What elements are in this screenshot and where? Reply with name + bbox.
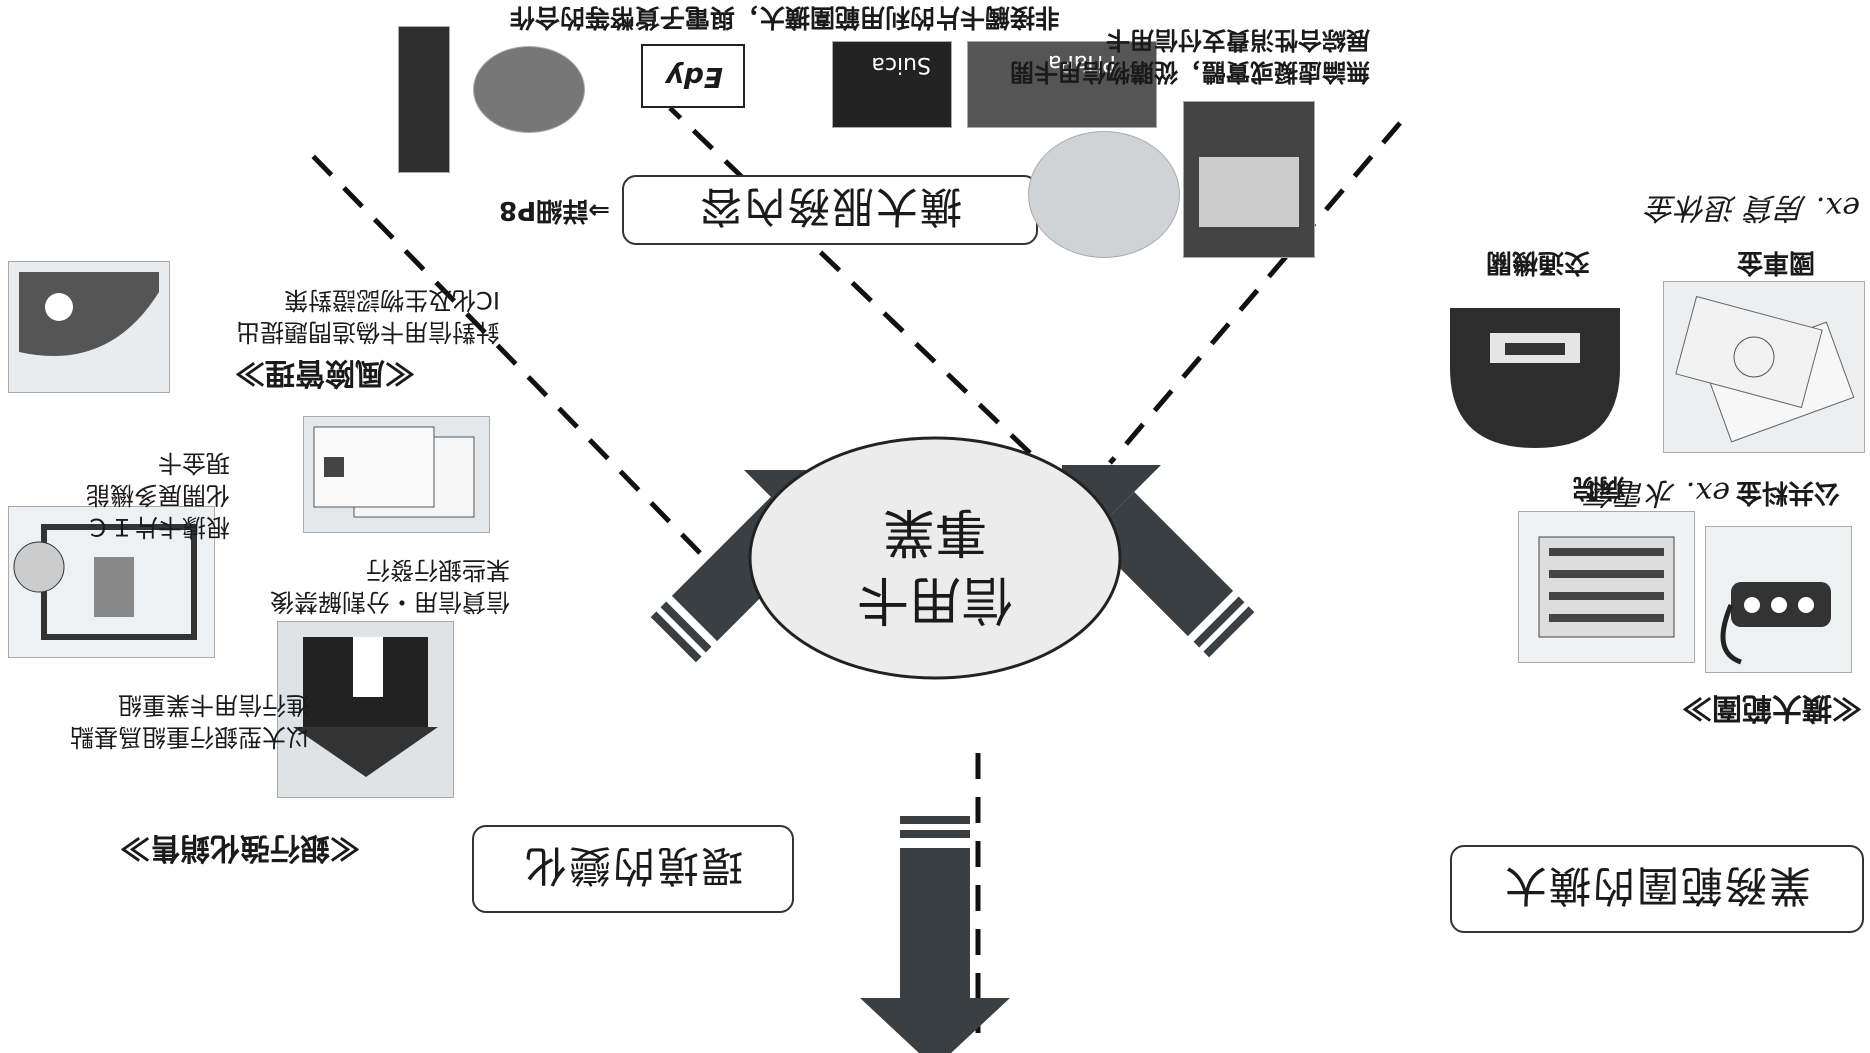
bank-item3-line3: 現金卡 [158,449,230,477]
dashed-line-top-left [1108,121,1402,465]
service-caption-right: 無論虛擬或實體，從購物信用卡開 展綜合性消費支付信用卡 [1010,24,1370,88]
shopping-icon [1028,131,1180,258]
suica-brand: Suica [871,52,931,77]
business-expansion-label: 業務範圍的擴大 [1503,861,1812,911]
handnote-loan: ex. 房貸 退休金 [1646,190,1860,225]
risk-line1: 針對信用卡偽造問題提出 [236,318,500,346]
center-title-line1: 信用卡 [857,569,1014,629]
service-caption-top: 非接觸卡片的利用範圍擴大，與電子貨幣等的合作 [509,3,1060,32]
bank-strengthen-heading: ≪銀行強化銷售≫ [120,830,360,865]
power-plug-icon [1705,526,1852,673]
edy-card-icon: Edy [641,44,745,108]
iccard-badge-icon [473,46,585,133]
business-expansion-box: 業務範圍的擴大 [1450,845,1864,933]
bank-item2-line2: 某些銀行發行 [366,556,510,584]
service-expansion-label: 擴大服務內容 [698,182,963,232]
detail-reference: ⇒詳細P8 [499,195,610,225]
center-title-line2: 事業 [883,501,988,561]
dashed-line-top-right [308,151,702,555]
label-national-fund: 國車金 [1736,247,1815,277]
center-title: 信用卡 事業 [835,497,1035,633]
risk-management-text: 針對信用卡偽造問題提出 IC化及生物認證對策 [236,284,500,348]
hand-card-icon [8,261,170,393]
money-bills-icon [1663,281,1865,453]
hospital-building-icon [1518,511,1695,663]
suica-card-icon: Suica [832,41,952,128]
bank-building-icon [277,621,454,798]
service-expansion-box: 擴大服務內容 [622,175,1038,245]
service-caption-right-line2: 展綜合性消費支付信用卡 [1106,26,1370,54]
service-caption-right-line1: 無論虛擬或實體，從購物信用卡開 [1010,58,1370,86]
bank-item2-text: 信貸信用・分割解禁後 某些銀行發行 [270,554,510,618]
handnote-utilities: ex. 水電氣 [1586,475,1730,510]
ticket-gate-icon [1435,288,1635,458]
bank-item3-line2: 化開展多機能 [86,481,230,509]
bank-item3-line1: 根據卡片ＩＣ [86,513,230,541]
edy-brand: Edy [665,61,723,94]
center-ellipse [748,436,1122,680]
expand-range-heading: ≪擴大範圍≫ [1682,690,1862,725]
phone-icon [398,26,450,173]
card-usage-icon [8,506,215,658]
dashed-line-bottom-left [668,106,1032,455]
environment-change-box: 環境的變化 [472,825,794,913]
risk-line2: IC化及生物認證對策 [284,286,500,314]
label-transport: 交通機關 [1485,247,1590,277]
arrow-up [860,816,1010,1053]
label-public-utilities: 公共料金 [1735,477,1840,507]
bank-item3-text: 根據卡片ＩＣ 化開展多機能 現金卡 [86,447,230,543]
bank-item1-line2: 進行信用卡業重組 [118,691,310,719]
risk-management-heading: ≪風險管理≫ [235,355,415,390]
environment-change-label: 環境的變化 [523,841,744,891]
computer-icon [1183,101,1315,258]
bank-item2-line1: 信貸信用・分割解禁後 [270,588,510,616]
bank-item1-line1: 以大型銀行重組爲基點 [70,723,310,751]
ic-card-icon [303,416,490,533]
bank-item1-text: 以大型銀行重組爲基點 進行信用卡業重組 [70,689,310,753]
